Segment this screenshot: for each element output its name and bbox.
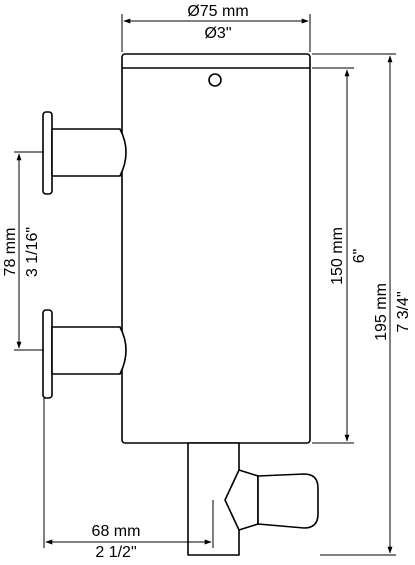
outlet-valve: [187, 442, 319, 556]
dispenser-body: [121, 53, 311, 444]
inlet-spacing-imperial-label: 3 1/16": [24, 227, 41, 277]
projection-dimension: 68 mm 2 1/2": [43, 398, 214, 561]
inlet-spacing-metric-label: 78 mm: [2, 228, 19, 277]
body-height-imperial-label: 6": [351, 249, 368, 264]
total-height-metric-label: 195 mm: [373, 283, 390, 341]
mounting-hole: [208, 73, 222, 87]
inlet-spacing-dimension: 78 mm 3 1/16": [2, 151, 44, 351]
diameter-metric-label: Ø75 mm: [187, 3, 248, 20]
diameter-imperial-label: Ø3": [204, 25, 231, 42]
body-height-metric-label: 150 mm: [329, 227, 346, 285]
total-height-dimension: 195 mm 7 3/4": [312, 53, 412, 556]
lower-wall-mount: [42, 309, 127, 399]
projection-imperial-label: 2 1/2": [95, 544, 136, 561]
diameter-dimension: Ø75 mm Ø3": [121, 3, 311, 52]
total-height-imperial-label: 7 3/4": [395, 291, 412, 332]
projection-metric-label: 68 mm: [92, 523, 141, 540]
body-height-dimension: 150 mm 6": [312, 67, 368, 444]
upper-wall-mount: [42, 111, 127, 195]
